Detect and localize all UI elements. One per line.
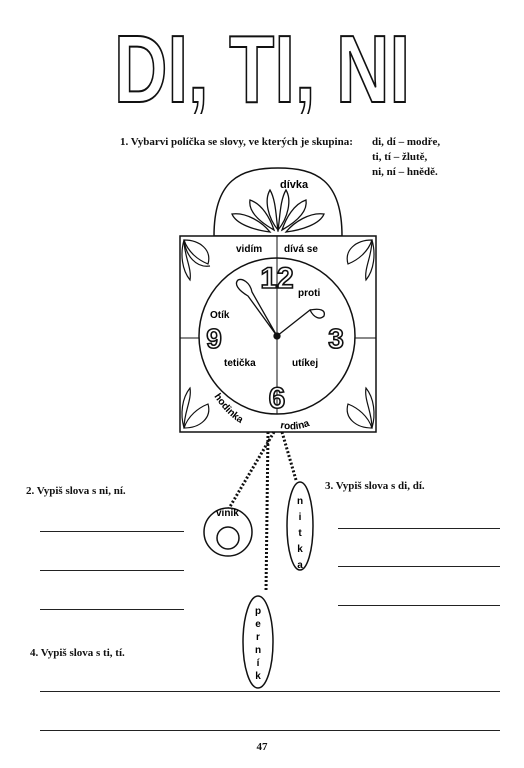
task4-instruction: 4. Vypiš slova s ti, tí. xyxy=(30,647,125,659)
letter-p: p xyxy=(255,606,261,617)
word-teticka: tetička xyxy=(224,358,256,369)
answer-line-task4-2[interactable] xyxy=(40,730,500,731)
pendulum-chains xyxy=(226,431,298,593)
answer-line-task3-2[interactable] xyxy=(338,566,500,567)
answer-line-task2-3[interactable] xyxy=(40,609,184,610)
letter-a: a xyxy=(297,560,303,571)
corner-leaves xyxy=(181,239,375,429)
page-number: 47 xyxy=(256,741,268,753)
word-vidim: vidím xyxy=(236,244,262,255)
letter-i-acute: í xyxy=(257,658,261,669)
word-rodina: rodina xyxy=(279,418,311,432)
numeral-9: 9 xyxy=(206,323,222,354)
task1-instruction: 1. Vybarvi políčka se slovy, ve kterých … xyxy=(120,136,353,148)
letter-k2: k xyxy=(255,671,261,682)
pendulum-oval-right xyxy=(286,481,314,571)
word-diva-se: dívá se xyxy=(284,244,318,255)
answer-line-task2-2[interactable] xyxy=(40,570,184,571)
cuckoo-clock: dívka vidím dívá se 12 9 3 6 Otík proti … xyxy=(179,167,377,689)
word-vinik: viník xyxy=(216,508,239,519)
answer-line-task3-3[interactable] xyxy=(338,605,500,606)
letter-e: e xyxy=(255,619,261,630)
page-title-text: DI, TI, NI xyxy=(114,16,410,114)
answer-line-task2-1[interactable] xyxy=(40,531,184,532)
word-utikej: utíkej xyxy=(292,358,318,369)
pendulum-leaf-bottom xyxy=(242,595,274,689)
page-title: DI, TI, NI xyxy=(113,15,411,114)
letter-n2: n xyxy=(255,645,261,656)
crown-ornament xyxy=(231,188,325,233)
letter-i: i xyxy=(299,512,302,523)
task1-legend-brown: ni, ní – hnědě. xyxy=(372,166,438,178)
numeral-3: 3 xyxy=(328,323,344,354)
numeral-6: 6 xyxy=(269,382,286,415)
numeral-12: 12 xyxy=(260,262,293,295)
pendulum-ring-hole xyxy=(216,526,240,550)
letter-r: r xyxy=(256,632,260,643)
task1-legend-yellow: ti, tí – žlutě, xyxy=(372,151,428,163)
letter-t: t xyxy=(298,528,302,539)
answer-line-task4-1[interactable] xyxy=(40,691,500,692)
word-proti: proti xyxy=(298,288,320,299)
answer-line-task3-1[interactable] xyxy=(338,528,500,529)
clock-crown xyxy=(213,167,343,237)
task1-legend-blue: di, dí – modře, xyxy=(372,136,441,148)
word-divka: dívka xyxy=(280,179,309,191)
word-otik: Otík xyxy=(210,310,230,321)
letter-n: n xyxy=(297,496,303,507)
clock-hands xyxy=(235,278,326,340)
task3-instruction: 3. Vypiš slova s di, dí. xyxy=(325,480,425,492)
task2-instruction: 2. Vypiš slova s ni, ní. xyxy=(26,485,126,497)
letter-k: k xyxy=(297,544,303,555)
